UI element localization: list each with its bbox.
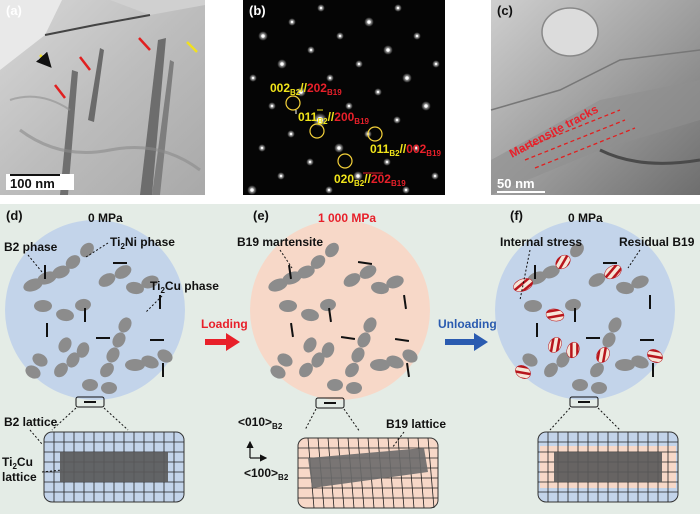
b19-lattice-leader (391, 431, 405, 449)
ti2cu-label: Ti2Cu phase (150, 279, 219, 295)
unloading-arrow-icon (445, 333, 488, 351)
ti2cu-lattice-label: Ti2Cu (2, 455, 33, 471)
b19-lattice-label: B19 lattice (386, 417, 446, 431)
residual-phase-circle (495, 220, 675, 400)
b2-phase-circle (5, 220, 185, 400)
diffraction-spot-1: 002B2//202B19 (270, 81, 342, 97)
panel-d-label: (d) (6, 208, 23, 223)
diffraction-spot-2: 011B2//200B19 (298, 110, 370, 126)
panel-b-diffraction (243, 0, 445, 195)
ti2ni-label: Ti2Ni phase (110, 235, 175, 251)
internal-stress-leader (519, 249, 531, 301)
panel-f-label: (f) (510, 208, 523, 223)
panel-c-label: (c) (497, 3, 513, 18)
unloading-label: Unloading (438, 317, 497, 331)
panel-c-micrograph (490, 0, 700, 195)
crystal-axes (246, 440, 268, 462)
residual-b19-particles (513, 254, 663, 379)
panel-b-label: (b) (249, 3, 266, 18)
b19-phase-circle (250, 220, 430, 400)
b19-martensite-label: B19 martensite (237, 235, 323, 249)
ti2cu-lattice-leader (41, 469, 63, 473)
panel-a-scalebar-label: 100 nm (10, 176, 55, 191)
zoom-callouts (51, 396, 621, 433)
residual-b19-label: Residual B19 (619, 235, 695, 249)
diffraction-spot-3: 011B2//002B19 (370, 142, 442, 158)
lattice-diagrams (43, 431, 679, 509)
b2-phase-label: B2 phase (4, 240, 58, 254)
panel-e-stress: 1 000 MPa (318, 211, 376, 225)
diffraction-spot-4: 020B2//202B19 (334, 172, 406, 188)
ti2cu-particles (44, 261, 654, 378)
panel-e-label: (e) (253, 208, 269, 223)
panel-f-stress: 0 MPa (568, 211, 603, 225)
internal-stress-label: Internal stress (500, 235, 582, 249)
panel-a-micrograph (0, 0, 205, 195)
ti2cu-lattice-label-2: lattice (2, 470, 37, 484)
ti2ni-leader (85, 242, 109, 258)
loading-label: Loading (201, 317, 248, 331)
panel-d-stress: 0 MPa (88, 211, 123, 225)
b2-lattice-leader (29, 429, 43, 445)
ti2ni-particles (23, 242, 649, 394)
axis-010-label: <010>B2 (238, 415, 283, 431)
panel-a-label: (a) (6, 3, 22, 18)
axis-100-label: <100>B2 (244, 466, 289, 482)
loading-arrow-icon (205, 333, 240, 351)
panel-c-scalebar-label: 50 nm (497, 176, 535, 191)
b2-lattice-label: B2 lattice (4, 415, 58, 429)
